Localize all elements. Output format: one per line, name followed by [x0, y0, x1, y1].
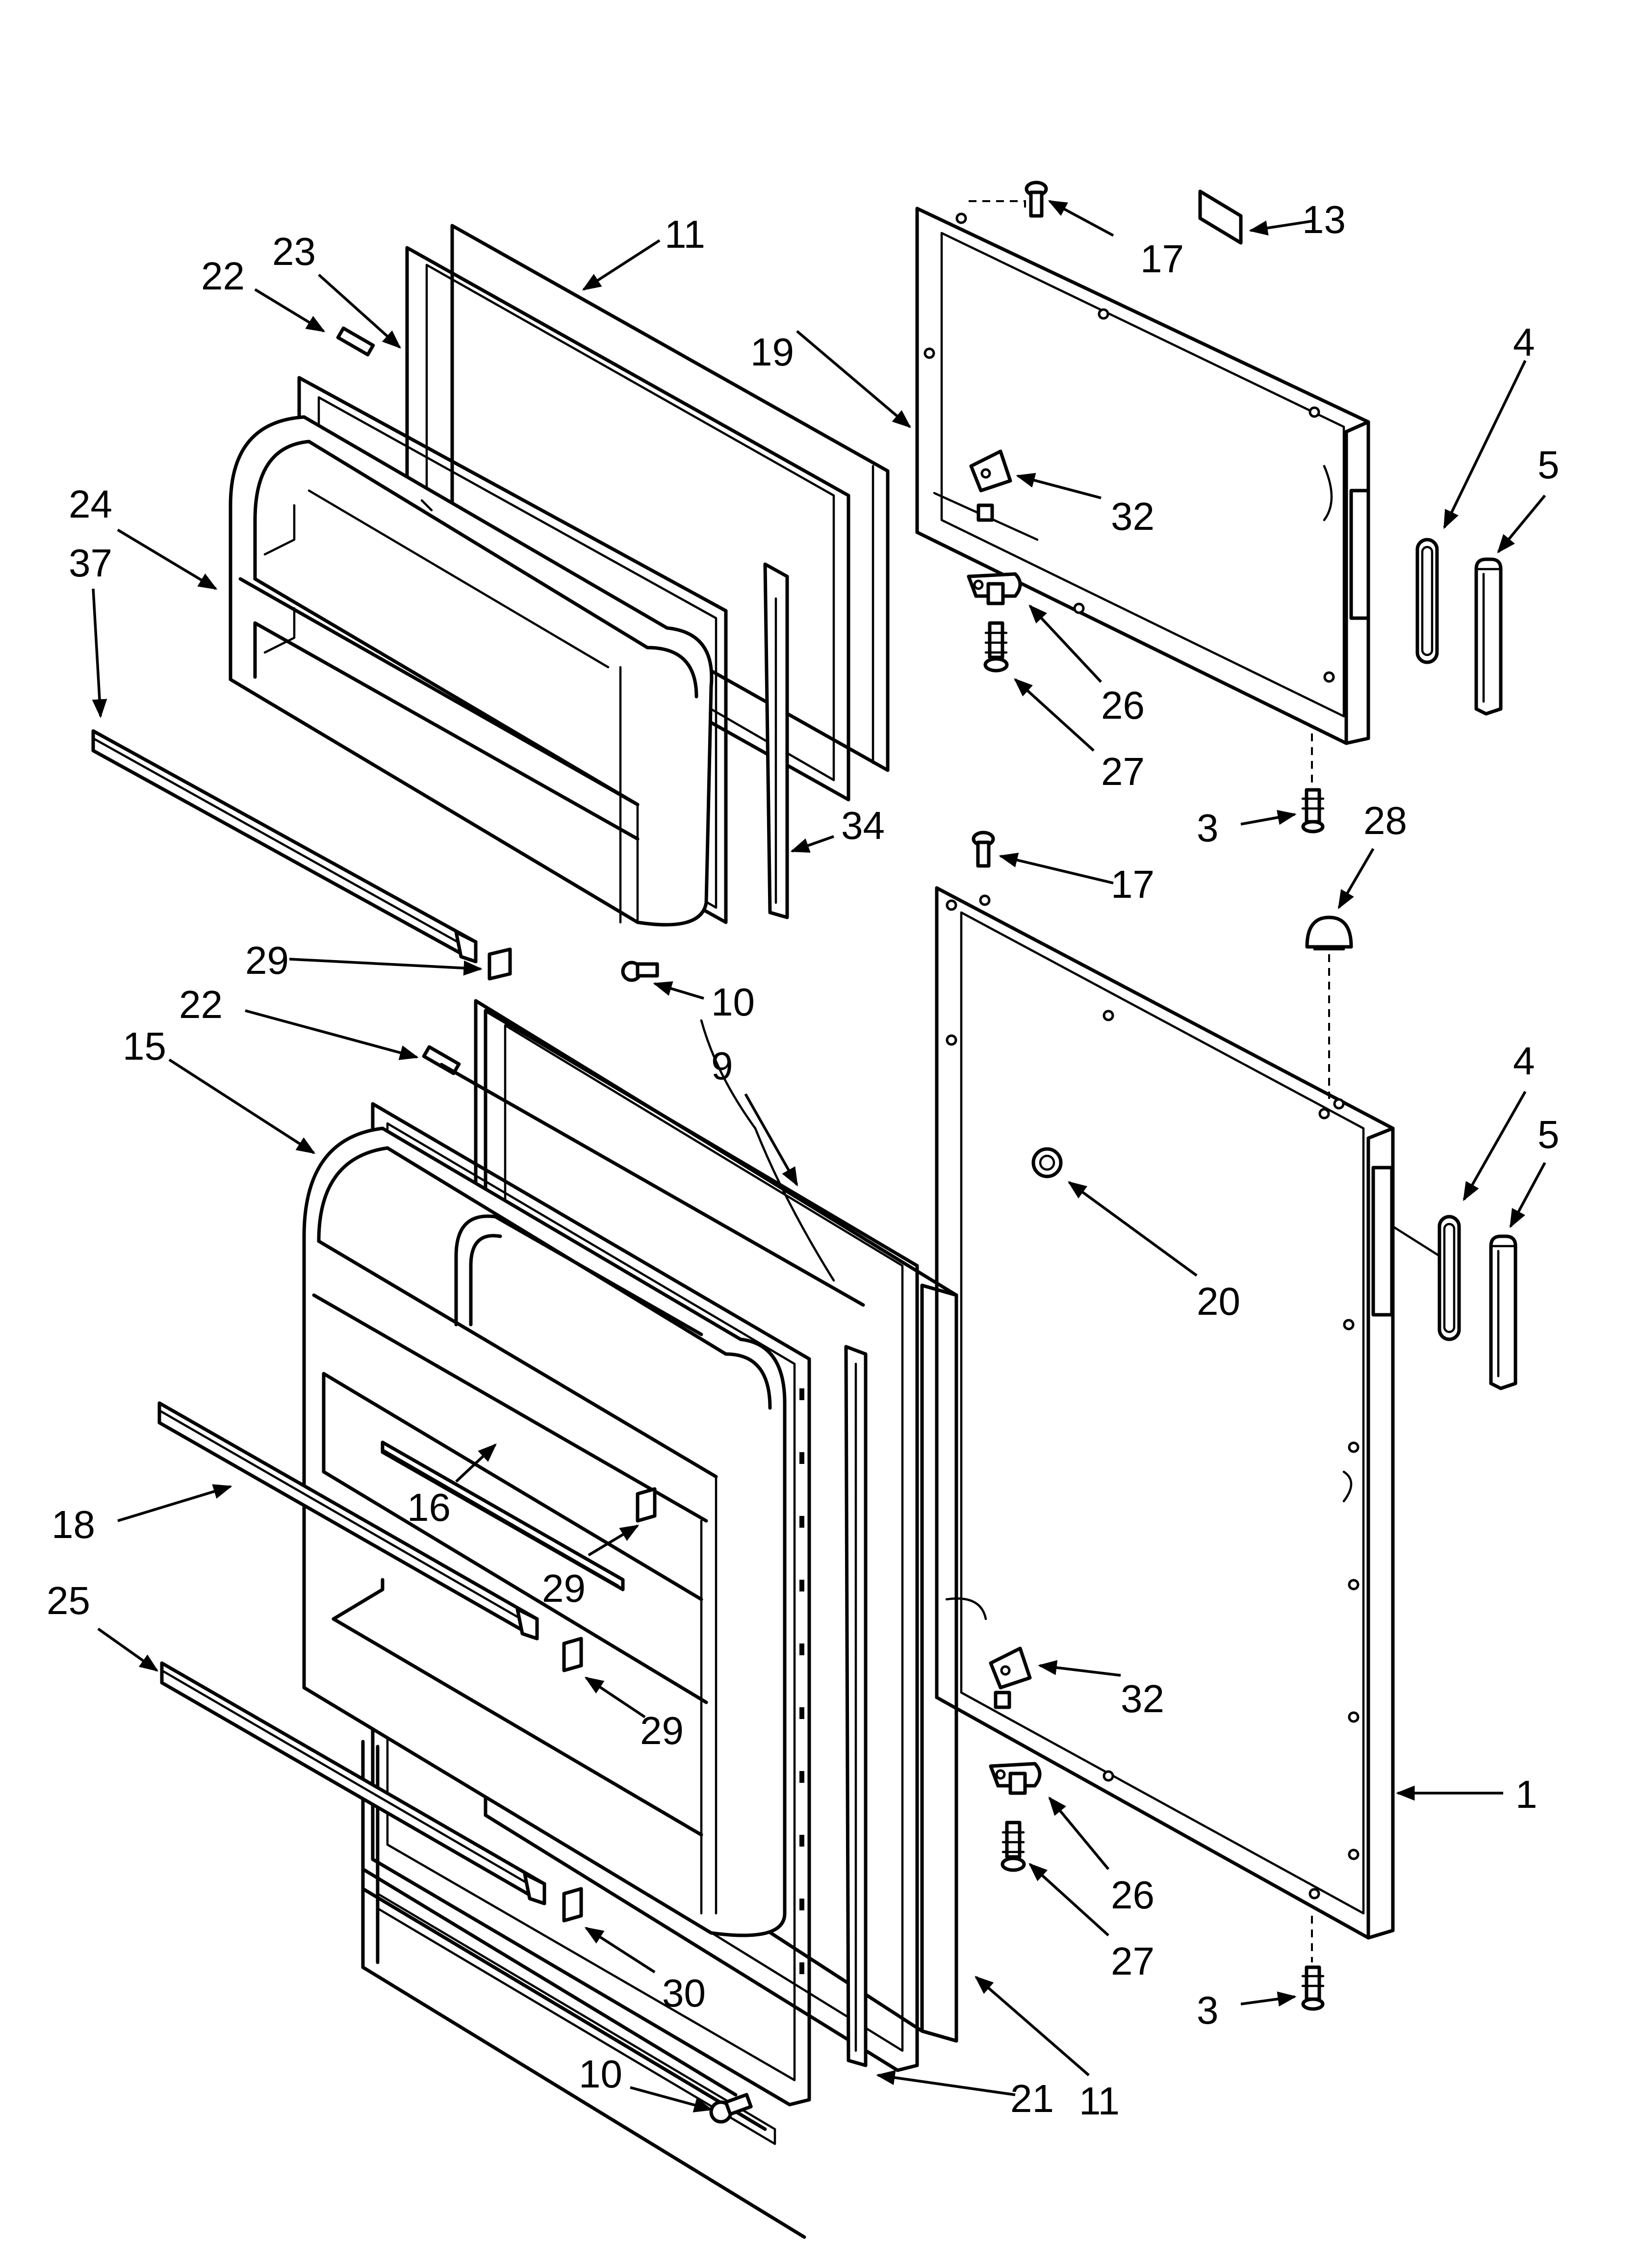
callout-10-lower: 10	[579, 2052, 622, 2096]
callout-3-upper: 3	[1197, 806, 1219, 850]
callout-29-upper: 29	[245, 938, 289, 982]
upper-screw	[621, 961, 659, 982]
callout-15: 15	[123, 1024, 166, 1068]
callout-19: 19	[750, 330, 794, 374]
callout-18: 18	[51, 1503, 95, 1546]
lower-breaker-strip	[844, 1345, 868, 2067]
freezer-outer-door	[915, 181, 1503, 834]
callout-17-lower: 17	[1111, 862, 1155, 906]
freezer-hinge	[967, 572, 1022, 605]
upper-trim-strip-22	[336, 326, 375, 357]
shelf-clip-30	[562, 1887, 583, 1923]
fresh-food-hinge-screw	[1001, 1821, 1026, 1872]
callout-24: 24	[69, 482, 112, 526]
freezer-hinge-screw	[983, 621, 1009, 673]
fresh-food-handle-gasket	[1437, 1215, 1461, 1341]
freezer-handle-gasket	[1415, 538, 1439, 664]
hinge-cap	[1305, 915, 1353, 951]
callout-25: 25	[47, 1579, 90, 1622]
callout-28: 28	[1363, 799, 1407, 842]
callout-4-upper: 4	[1513, 320, 1535, 364]
upper-foam-panel	[450, 224, 890, 772]
freezer-shelf-clip	[487, 947, 512, 981]
callout-37: 37	[69, 541, 112, 585]
callout-29-middle: 29	[542, 1566, 586, 1610]
callout-5-lower: 5	[1538, 1113, 1560, 1156]
callout-10-upper: 10	[711, 980, 755, 1024]
model-label	[1198, 189, 1243, 245]
fresh-food-shelf-bar-18	[157, 1401, 539, 1641]
callout-26-upper: 26	[1101, 683, 1145, 727]
fresh-food-bottom-screw	[1301, 1965, 1325, 2011]
callout-21: 21	[1010, 2077, 1054, 2120]
callout-17-upper: 17	[1140, 237, 1184, 281]
liner-tabs	[799, 1388, 804, 1974]
callout-1: 1	[1515, 1773, 1538, 1816]
lower-trim-strip-22	[422, 1045, 461, 1075]
callout-4-lower: 4	[1513, 1039, 1535, 1083]
fresh-food-handle	[1489, 1234, 1517, 1390]
freezer-door-assembly	[91, 224, 890, 982]
lower-door-liner	[302, 1102, 811, 2239]
callout-23: 23	[272, 230, 316, 273]
fresh-food-hinge-bracket	[989, 1646, 1032, 1709]
shelf-clip-29-lower	[562, 1637, 583, 1672]
fresh-food-top-pin	[972, 831, 995, 868]
freezer-handle	[1474, 557, 1503, 716]
lower-screw	[709, 2093, 753, 2124]
callout-29-lower: 29	[640, 1709, 684, 1752]
callout-27-lower: 27	[1111, 1939, 1155, 1983]
freezer-top-pin	[1025, 181, 1048, 218]
callout-34: 34	[841, 804, 885, 847]
fresh-food-outer-door	[935, 831, 1517, 2011]
fresh-food-door-assembly	[157, 999, 958, 2239]
upper-door-gasket	[405, 246, 850, 802]
leader-lines	[92, 200, 1546, 2112]
upper-door-liner	[229, 376, 728, 927]
callout-32-lower: 32	[1121, 1677, 1164, 1721]
door-plug	[1031, 1147, 1063, 1178]
callout-32-upper: 32	[1111, 495, 1155, 538]
callout-11-lower: 11	[1079, 2079, 1120, 2123]
callout-27-upper: 27	[1101, 750, 1145, 793]
callout-9: 9	[711, 1044, 733, 1088]
callout-3-lower: 3	[1197, 1988, 1219, 2032]
callout-22-upper: 22	[201, 254, 245, 298]
upper-breaker-strip	[763, 562, 789, 919]
freezer-hinge-bracket	[969, 449, 1012, 522]
callout-22-lower: 22	[179, 983, 223, 1026]
shelf-clip-29-upper	[636, 1487, 657, 1523]
fresh-food-hinge	[989, 1762, 1042, 1795]
callout-11-upper: 11	[665, 212, 705, 256]
dairy-door-bar	[381, 1440, 625, 1591]
callout-13: 13	[1302, 198, 1346, 241]
callout-5-upper: 5	[1538, 443, 1560, 487]
fresh-food-shelf-bar-25	[160, 1661, 546, 1905]
callout-labels: 11 22 23 19 24 37 17 13 32 26 27 4 5 3 2…	[47, 198, 1560, 2123]
callout-20: 20	[1197, 1279, 1240, 1323]
callout-26-lower: 26	[1111, 1873, 1155, 1917]
freezer-bottom-screw	[1301, 788, 1325, 834]
callout-30: 30	[662, 1971, 706, 2015]
callout-16: 16	[407, 1486, 451, 1529]
